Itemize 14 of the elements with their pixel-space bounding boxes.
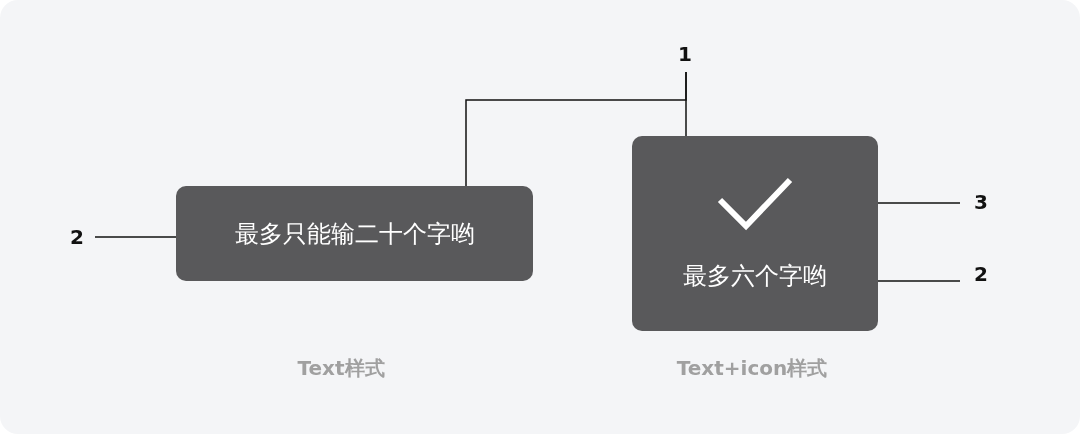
toast-text: 最多只能输二十个字哟	[234, 218, 475, 250]
toast-box	[176, 186, 533, 281]
leader-line	[877, 280, 961, 282]
callout-number: 2	[62, 225, 92, 251]
leader-line	[94, 236, 177, 238]
callout-number: 2	[966, 262, 996, 288]
caption-text: Text+icon样式	[676, 355, 828, 382]
toast-box	[632, 136, 878, 331]
callout-number: 1	[670, 42, 700, 70]
caption-text: Text样式	[297, 355, 385, 382]
leader-line	[877, 202, 961, 204]
toast-text: 最多六个字哟	[683, 260, 827, 292]
callout-number: 3	[966, 190, 996, 216]
leader-line	[685, 71, 687, 137]
